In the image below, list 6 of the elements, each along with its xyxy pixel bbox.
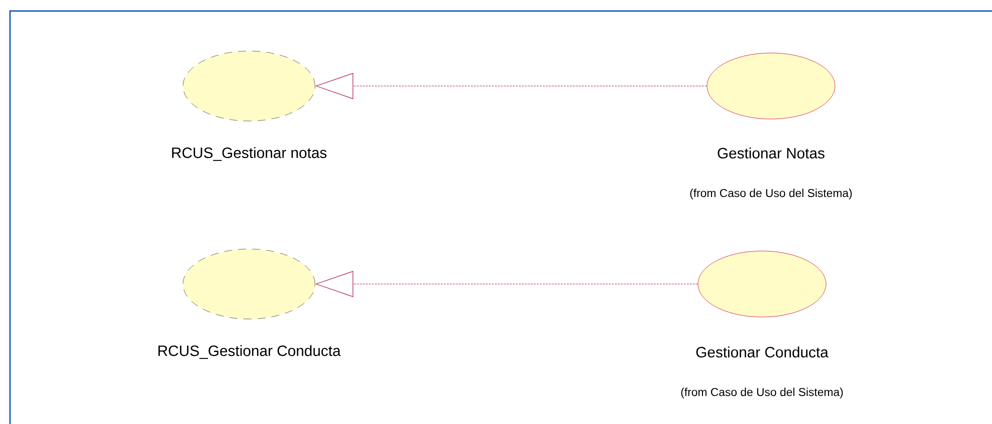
use-case-name: RCUS_Gestionar notas <box>172 147 326 161</box>
use-case-name: Gestionar Conducta <box>696 346 828 358</box>
package-note: (from Caso de Uso del Sistema) <box>681 388 843 398</box>
package-note: (from Caso de Uso del Sistema) <box>690 188 852 200</box>
use-case-name: RCUS_Gestionar Conducta <box>158 345 341 359</box>
use-case-name: Gestionar Notas <box>718 148 824 158</box>
